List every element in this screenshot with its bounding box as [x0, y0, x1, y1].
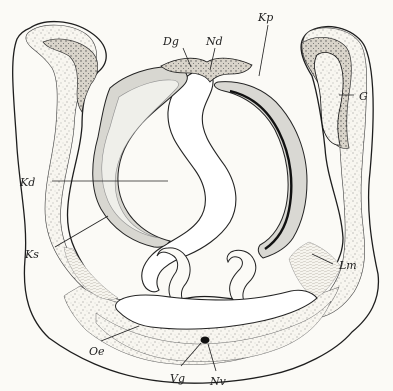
- label-lm: Lm: [338, 259, 357, 272]
- label-nv: Nv: [209, 375, 227, 388]
- label-g: G: [359, 90, 368, 103]
- leader-kp: [259, 25, 268, 76]
- right-lower-loop: [227, 250, 256, 303]
- label-kd: Kd: [19, 176, 35, 189]
- label-kp: Kp: [257, 11, 273, 24]
- label-ks: Ks: [24, 248, 39, 261]
- label-dg: Dg: [162, 35, 179, 48]
- label-nd: Nd: [205, 35, 223, 48]
- ventral-node: [201, 337, 210, 344]
- label-oe: Oe: [89, 345, 105, 358]
- label-vg: Vg: [170, 372, 185, 385]
